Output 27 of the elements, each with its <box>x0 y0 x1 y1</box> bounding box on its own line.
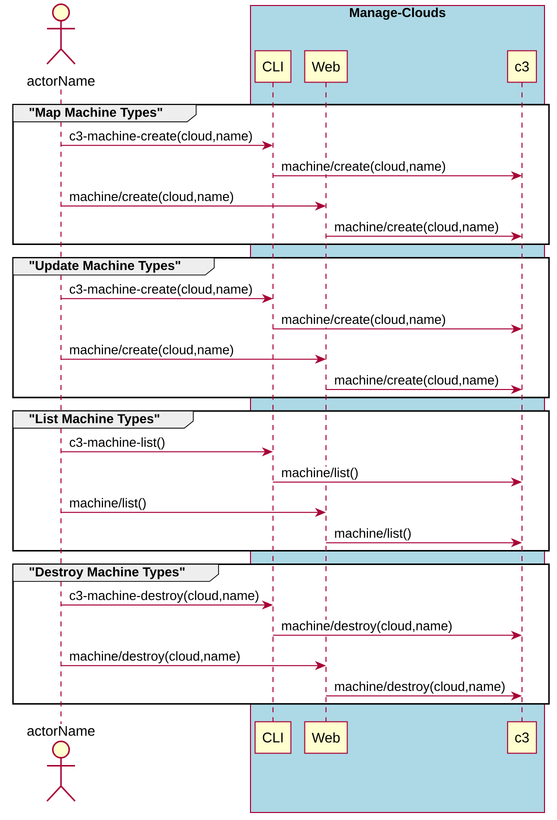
participant-box: CLI <box>254 721 292 754</box>
lifeline <box>272 82 274 722</box>
message-label: machine/destroy(cloud,name) <box>333 680 506 695</box>
participant-box: c3 <box>507 50 537 83</box>
actor-name: actorName <box>27 76 95 86</box>
message-label: machine/create(cloud,name) <box>280 160 447 174</box>
frame-tab: "Map Machine Types" <box>12 104 197 122</box>
message-label: machine/create(cloud,name) <box>333 220 500 235</box>
message-label: machine/create(cloud,name) <box>280 313 447 328</box>
participant-box: CLI <box>254 50 292 83</box>
frame-tab: "Update Machine Types" <box>12 257 215 276</box>
lifeline <box>60 89 62 724</box>
message-label: c3-machine-list() <box>68 436 166 450</box>
message-label: machine/create(cloud,name) <box>68 344 235 358</box>
message-label: machine/list() <box>333 527 412 542</box>
message-label: machine/create(cloud,name) <box>68 190 235 205</box>
participant-box: c3 <box>507 721 537 754</box>
participant-box: Web <box>304 50 348 83</box>
message-label: machine/list() <box>68 496 148 512</box>
message-label: machine/destroy(cloud,name) <box>280 620 454 634</box>
message-label: machine/destroy(cloud,name) <box>68 650 242 664</box>
frame-tab: "Destroy Machine Types" <box>12 564 219 582</box>
frame-tab: "List Machine Types" <box>12 410 194 429</box>
actor-name: actorName <box>27 726 95 736</box>
message-label: machine/list() <box>280 466 360 481</box>
message-label: machine/create(cloud,name) <box>333 374 500 388</box>
participant-box: Web <box>304 721 348 754</box>
